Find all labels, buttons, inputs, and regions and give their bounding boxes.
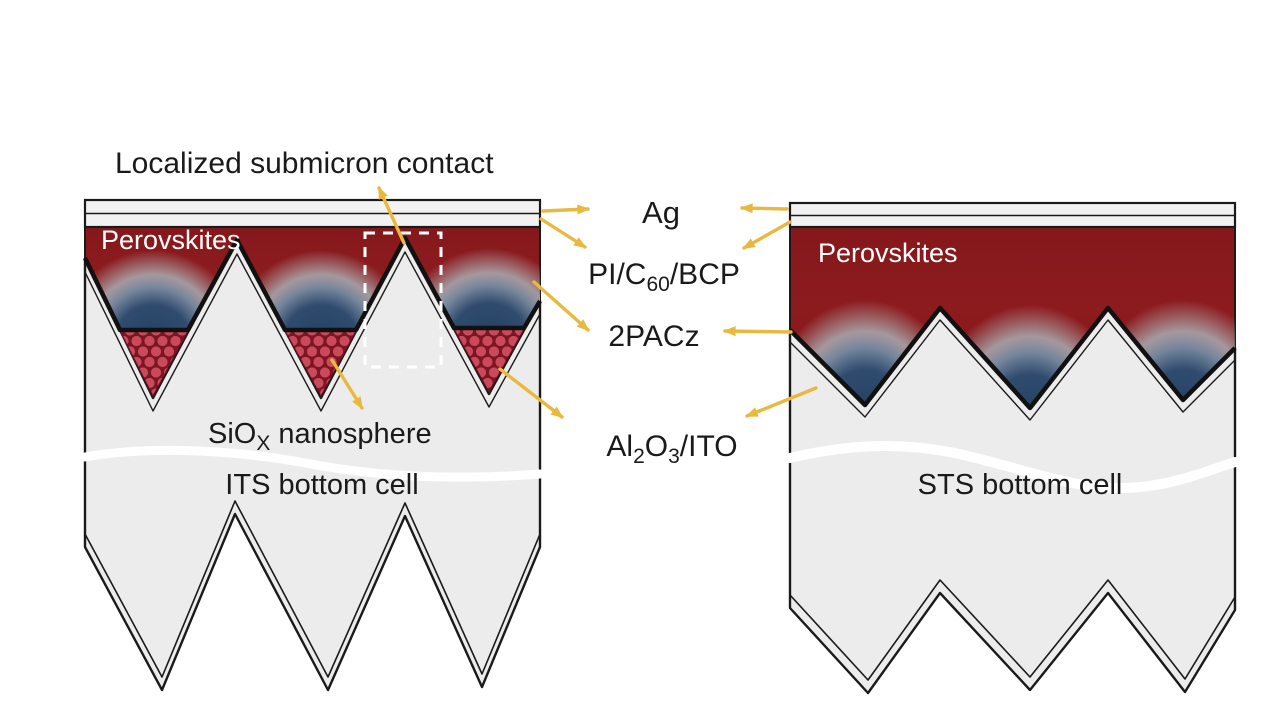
left-2pacz-interface-line bbox=[82, 235, 542, 333]
siox-nanosphere-label: SiOX nanosphere bbox=[208, 418, 432, 455]
right-perovskites-label: Perovskites bbox=[818, 238, 958, 268]
right-bottom-conformal-inner-line bbox=[789, 579, 1236, 681]
localized-contact-dashed-box bbox=[363, 231, 443, 369]
localized-contact-label: Localized submicron contact bbox=[115, 147, 494, 180]
ag-arrow-right bbox=[740, 203, 789, 214]
2pacz-label: 2PACz bbox=[608, 320, 699, 353]
pi-c60-bcp-arrow-right bbox=[742, 220, 792, 250]
right-2pacz-interface-line bbox=[788, 305, 1237, 411]
left-perovskite-gradient-domes bbox=[85, 248, 540, 330]
left-bottom-conformal-inner-line bbox=[84, 500, 541, 678]
left-wave-stripe bbox=[80, 445, 545, 482]
ag-label: Ag bbox=[642, 195, 680, 230]
ag-arrow-left bbox=[541, 204, 590, 215]
pi-c60-bcp-label: PI/C60/BCP bbox=[588, 258, 740, 296]
layer-labels: Localized submicron contact Ag PI/C60/BC… bbox=[115, 147, 740, 468]
its-bottom-cell-label: ITS bottom cell bbox=[225, 469, 418, 501]
2pacz-arrow-left bbox=[532, 280, 590, 332]
right-panel-sts-cell: Perovskites STS bottom cell bbox=[785, 201, 1240, 695]
siox-nanosphere-arrow bbox=[330, 358, 364, 410]
2pacz-arrow-right bbox=[723, 326, 793, 337]
left-perovskites-label: Perovskites bbox=[101, 225, 241, 255]
left-panel-its-cell: Perovskites SiOX nanosphere ITS bottom c… bbox=[80, 198, 545, 692]
sts-bottom-cell-label: STS bottom cell bbox=[918, 469, 1123, 501]
localized-contact-arrow bbox=[377, 186, 406, 245]
right-wave-stripe bbox=[785, 440, 1240, 494]
left-top-conformal-inner-line bbox=[84, 251, 541, 412]
al2o3-ito-label: Al2O3/ITO bbox=[606, 430, 737, 468]
annotation-arrows bbox=[330, 186, 818, 419]
pi-c60-bcp-arrow-left bbox=[539, 217, 587, 249]
al2o3-ito-arrow-right bbox=[745, 386, 818, 418]
al2o3-ito-arrow-left bbox=[498, 367, 564, 419]
right-top-conformal-inner-line bbox=[789, 319, 1236, 421]
